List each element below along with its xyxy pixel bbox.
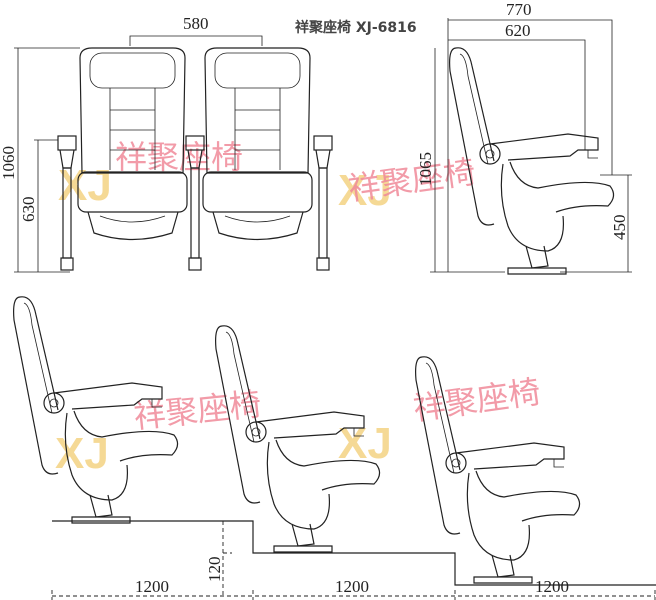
dimension-overall-depth: 770: [506, 0, 532, 19]
watermark-text: 祥聚座椅: [132, 385, 263, 436]
drawing-title: 祥聚座椅 XJ-6816: [295, 19, 417, 36]
watermark-text: 祥聚座椅: [115, 138, 243, 176]
dimension-row-spacing: 1200: [335, 577, 369, 596]
dimension-step-height: 120: [205, 557, 224, 583]
dimension-row-spacing: 1200: [535, 577, 569, 596]
dimension-side-height: 1065: [416, 152, 435, 186]
watermark-logo: XJ: [58, 161, 112, 210]
dimension-overall-height: 1060: [0, 146, 18, 180]
watermark-logo: XJ: [338, 166, 392, 215]
dimension-seat-height: 450: [610, 215, 629, 241]
side-view: 770 620 1065 450: [416, 0, 632, 275]
dimension-row-spacing: 1200: [135, 577, 169, 596]
tiered-view: 120 1200 1200 1200: [13, 296, 656, 600]
watermark-text: 祥聚座椅: [411, 372, 543, 427]
watermark-logo: XJ: [338, 419, 392, 468]
front-view: 580 1060 630: [0, 14, 333, 273]
dimension-armrest-height: 630: [19, 197, 38, 223]
watermarks: XJ XJ XJ XJ 祥聚座椅 祥聚座椅 祥聚座椅 祥聚座椅: [55, 138, 543, 478]
dimension-seat-spacing: 580: [183, 14, 209, 33]
dimension-folded-depth: 620: [505, 21, 531, 40]
watermark-text: 祥聚座椅: [346, 152, 478, 207]
